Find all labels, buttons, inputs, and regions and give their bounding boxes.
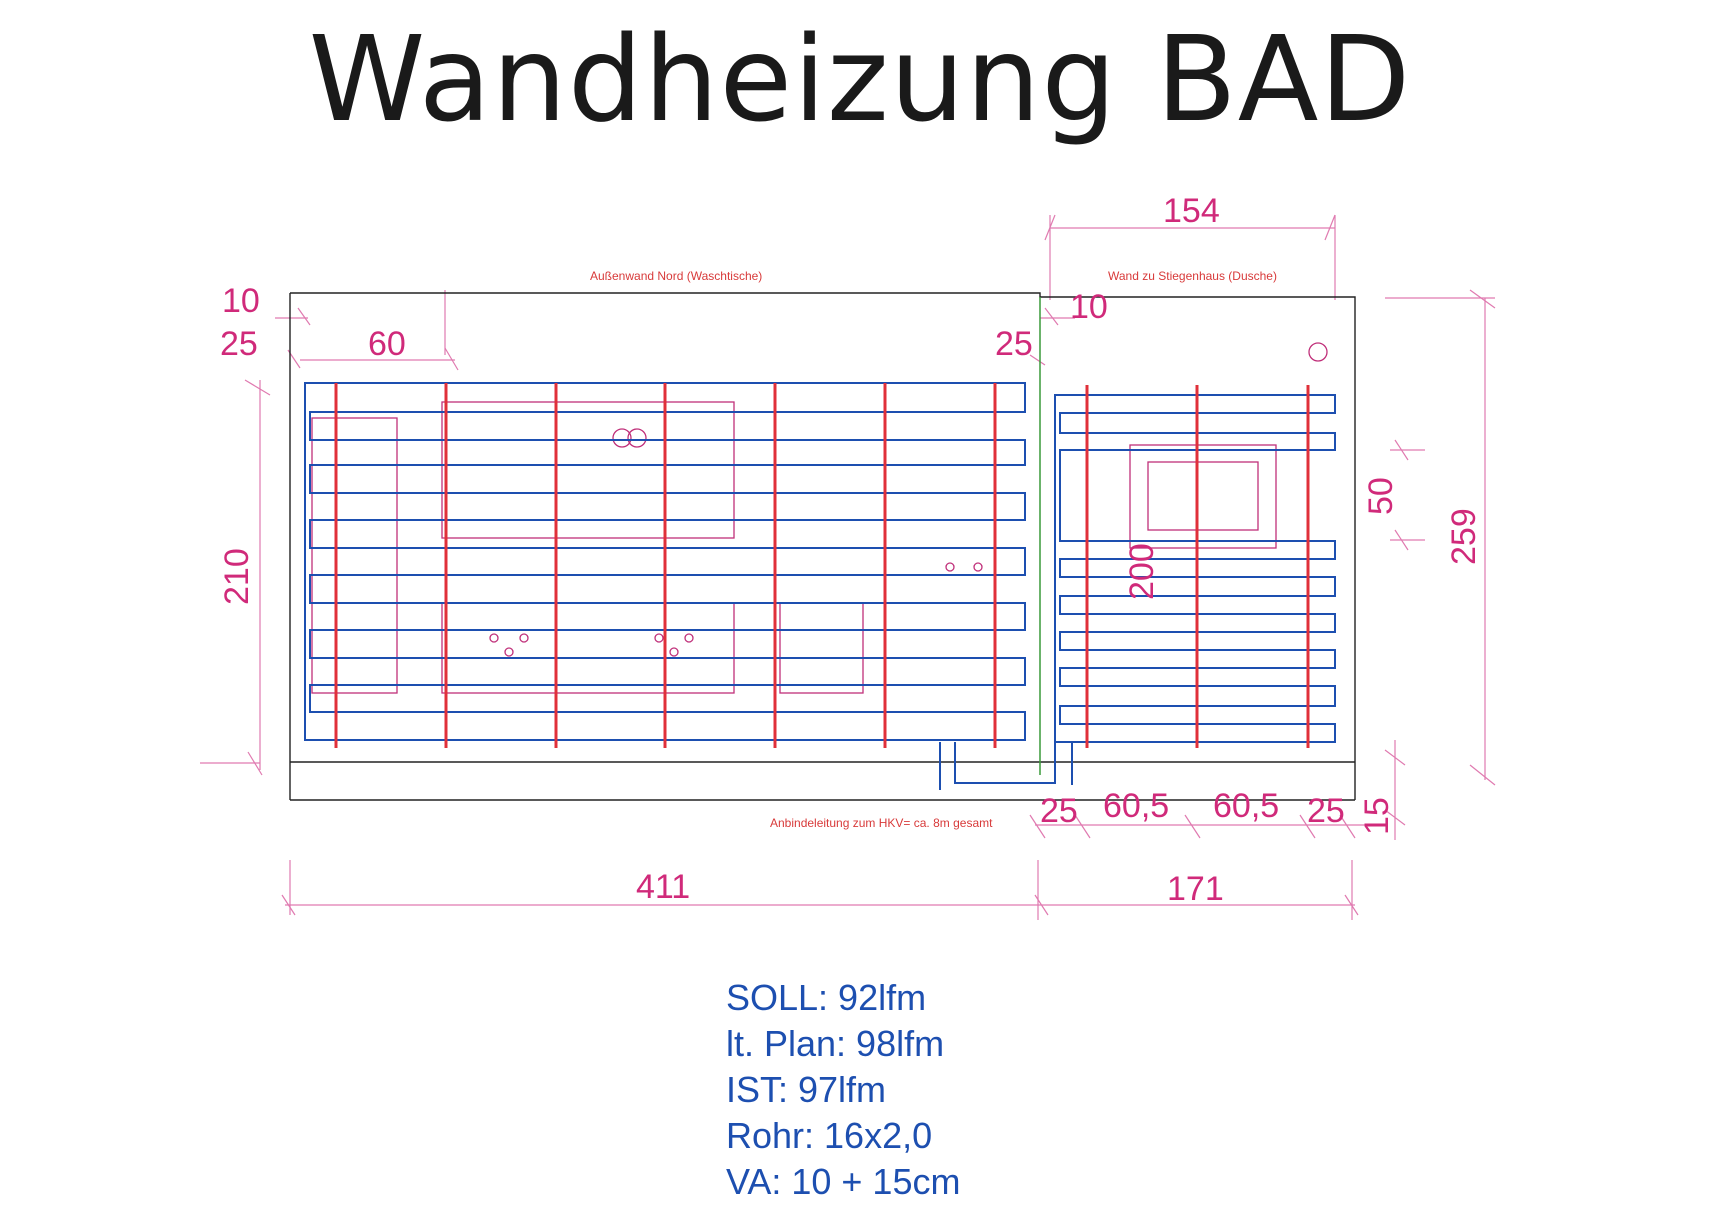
pipe-return-north (954, 742, 1056, 784)
dim-200: 200 (1123, 543, 1161, 600)
dim-25-left: 25 (220, 325, 258, 363)
spec-spacing: VA: 10 + 15cm (726, 1161, 961, 1202)
dim-60: 60 (368, 325, 406, 363)
dim-60-5-right: 60,5 (1213, 787, 1279, 825)
spec-ist: IST: 97lfm (726, 1069, 887, 1110)
drawing-title: Wandheizung BAD (308, 10, 1412, 148)
label-wall-stair: Wand zu Stiegenhaus (Dusche) (1108, 269, 1277, 283)
dim-25-bottom-left: 25 (1040, 792, 1078, 830)
dim-60-5-left: 60,5 (1103, 787, 1169, 825)
mirror-outline (441, 401, 735, 539)
pipe-loop-north (304, 382, 1026, 741)
dim-154: 154 (1163, 192, 1220, 230)
dim-171: 171 (1167, 870, 1224, 908)
dim-50: 50 (1362, 477, 1400, 515)
mounting-rails (334, 383, 1310, 748)
dim-25-bottom-right: 25 (1307, 792, 1345, 830)
niche-inner-outline (1147, 461, 1259, 531)
label-wall-north: Außenwand Nord (Waschtische) (590, 269, 762, 283)
dim-411: 411 (636, 868, 690, 906)
pipe-loop-shower (1054, 394, 1336, 743)
heating-pipes (304, 382, 1336, 790)
cabinet-outline (311, 417, 398, 694)
dim-10-middle: 10 (1070, 288, 1108, 326)
spec-soll: SOLL: 92lfm (726, 977, 927, 1018)
spec-pipe: Rohr: 16x2,0 (726, 1115, 933, 1156)
label-connection: Anbindeleitung zum HKV= ca. 8m gesamt (770, 816, 993, 830)
washbasin-outline (441, 602, 735, 694)
dim-259: 259 (1445, 508, 1483, 565)
cabinet-small-outline (779, 602, 864, 694)
spec-plan: lt. Plan: 98lfm (726, 1023, 945, 1064)
niche-outer-outline (1129, 444, 1277, 549)
dim-10-left: 10 (222, 282, 260, 320)
dim-15: 15 (1358, 797, 1396, 835)
specs-block: SOLL: 92lfm lt. Plan: 98lfm IST: 97lfm R… (726, 975, 960, 1205)
dimension-lines (200, 214, 1496, 920)
dim-25-middle: 25 (995, 325, 1033, 363)
dim-210: 210 (218, 548, 256, 605)
